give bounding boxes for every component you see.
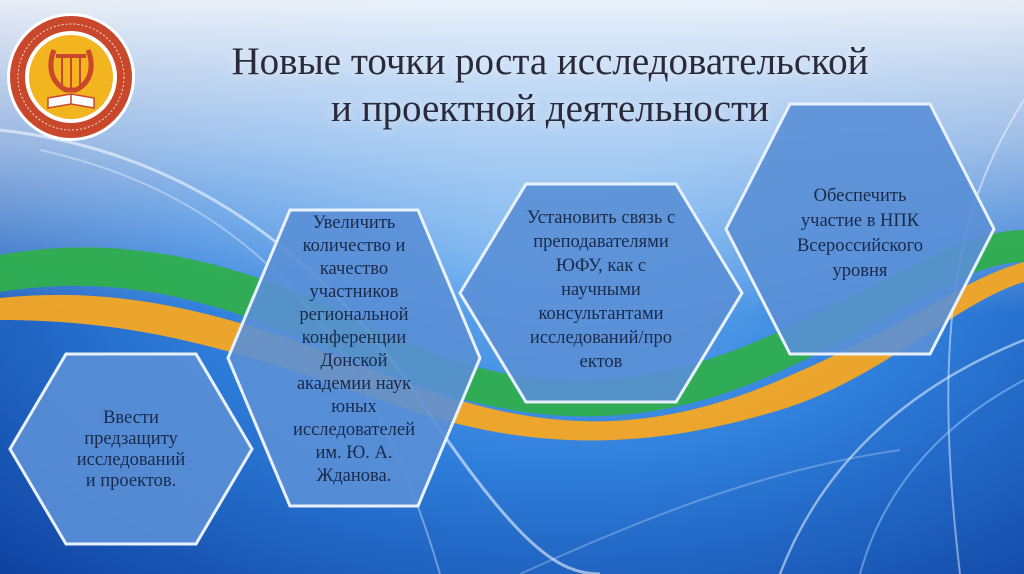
hexagon-university-connection: Установить связь с преподавателями ЮФУ, … — [458, 182, 744, 404]
orange-stripe — [0, 262, 1024, 441]
hexagon-conference-participants: Увеличить количество и качество участник… — [226, 208, 482, 508]
hexagon-preliminary-defense: Ввести предзащиту исследований и проекто… — [8, 352, 254, 546]
hexagon-all-russian-conference: Обеспечить участие в НПК Всероссийского … — [724, 102, 996, 356]
hexagon-text: Обеспечить участие в НПК Всероссийского … — [796, 186, 924, 281]
hexagon-shape — [458, 182, 744, 404]
green-stripe — [0, 230, 1024, 417]
slide-title: Новые точки роста исследовательской и пр… — [150, 38, 950, 132]
hexagon-shape — [724, 102, 996, 356]
hexagon-shape — [8, 352, 254, 546]
hexagon-text: Ввести предзащиту исследований и проекто… — [76, 408, 186, 491]
hexagon-text: Установить связь с преподавателями ЮФУ, … — [526, 208, 676, 372]
lyre-and-book-emblem-icon — [7, 13, 135, 141]
title-line-2: и проектной деятельности — [330, 87, 769, 130]
hexagon-text: Увеличить количество и качество участник… — [292, 213, 416, 486]
title-line-1: Новые точки роста исследовательской — [231, 40, 869, 83]
hexagon-shape — [226, 208, 482, 508]
